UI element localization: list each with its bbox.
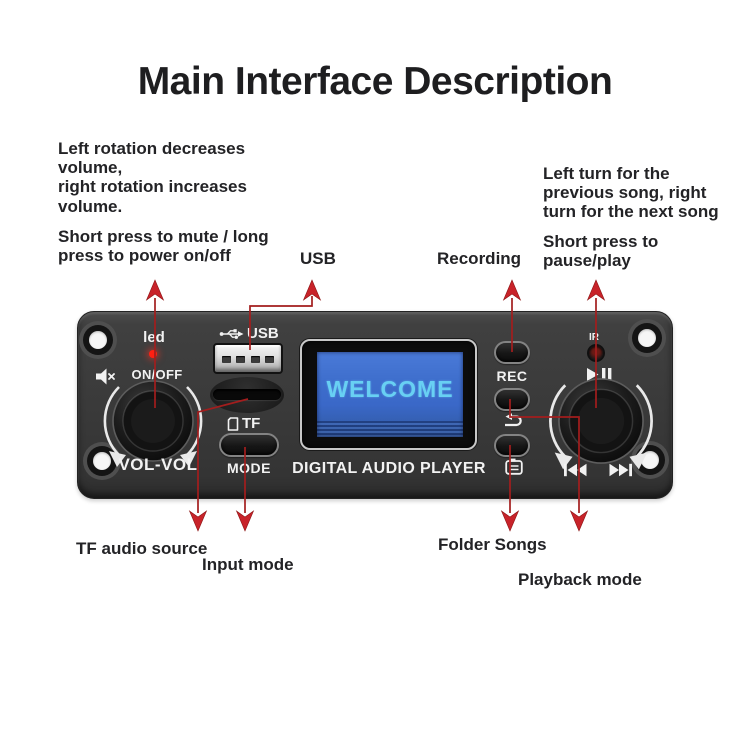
callout-playback-mode: Playback mode xyxy=(518,570,642,589)
mounting-hole xyxy=(638,329,656,347)
ir-label: IR xyxy=(589,332,599,343)
volume-knob-label: VOL-VOL xyxy=(118,455,198,474)
audio-player-board: led ON/OFF VOL-VOL xyxy=(77,311,673,499)
playback-mode-button[interactable] xyxy=(494,388,530,411)
mounting-hole xyxy=(89,331,107,349)
track-knob[interactable] xyxy=(540,360,662,482)
callout-pause-play: Short press to pause/play xyxy=(543,232,659,271)
arrow-down-icon xyxy=(569,510,589,532)
arrow-down-icon xyxy=(235,510,255,532)
mounting-hole xyxy=(93,452,111,470)
callout-recording: Recording xyxy=(437,249,522,268)
volume-knob[interactable] xyxy=(95,363,211,479)
callout-usb: USB xyxy=(300,249,336,268)
rec-button[interactable] xyxy=(494,341,530,364)
play-pause-icon xyxy=(587,368,612,381)
usb-contacts xyxy=(222,356,274,363)
tf-label-text: TF xyxy=(242,415,261,432)
arrow-up-icon xyxy=(145,279,165,301)
sd-card-icon xyxy=(227,416,239,431)
on-off-label: ON/OFF xyxy=(131,367,183,382)
arrow-down-icon xyxy=(188,510,208,532)
mode-button-label: MODE xyxy=(227,460,271,476)
usb-port-label: USB xyxy=(219,325,279,342)
usb-label-text: USB xyxy=(247,325,279,342)
digital-audio-player-label: DIGITAL AUDIO PLAYER xyxy=(292,460,486,477)
led-label: led xyxy=(143,329,165,346)
usb-icon xyxy=(219,328,244,339)
callout-volume-knob: Left rotation decreases volume, right ro… xyxy=(58,139,247,216)
callout-track-knob: Left turn for the previous song, right t… xyxy=(543,164,719,222)
page-title: Main Interface Description xyxy=(137,60,613,103)
tf-card-slot[interactable] xyxy=(213,389,281,400)
lcd-screen: WELCOME xyxy=(317,352,463,437)
arrow-down-icon xyxy=(500,510,520,532)
mode-button[interactable] xyxy=(219,433,279,457)
screen-text: WELCOME xyxy=(326,376,454,402)
tf-slot-label: TF xyxy=(227,415,260,432)
lcd-display: WELCOME xyxy=(300,339,477,450)
usb-port[interactable] xyxy=(213,343,283,374)
arrow-up-icon xyxy=(502,279,522,301)
callout-input-mode: Input mode xyxy=(202,555,294,574)
arrow-up-icon xyxy=(586,279,606,301)
callout-power-button: Short press to mute / long press to powe… xyxy=(58,227,269,266)
mute-speaker-icon xyxy=(96,368,115,385)
callout-folder-songs: Folder Songs xyxy=(438,535,547,554)
rec-button-label: REC xyxy=(496,368,528,384)
folder-icon xyxy=(505,458,523,475)
ir-receiver xyxy=(589,346,603,360)
next-track-icon xyxy=(609,463,632,477)
repeat-icon xyxy=(505,413,522,427)
callout-tf-source: TF audio source xyxy=(76,539,208,558)
folder-songs-button[interactable] xyxy=(494,434,530,457)
arrow-up-icon xyxy=(302,279,322,301)
previous-track-icon xyxy=(564,463,587,477)
led-indicator xyxy=(149,350,157,358)
